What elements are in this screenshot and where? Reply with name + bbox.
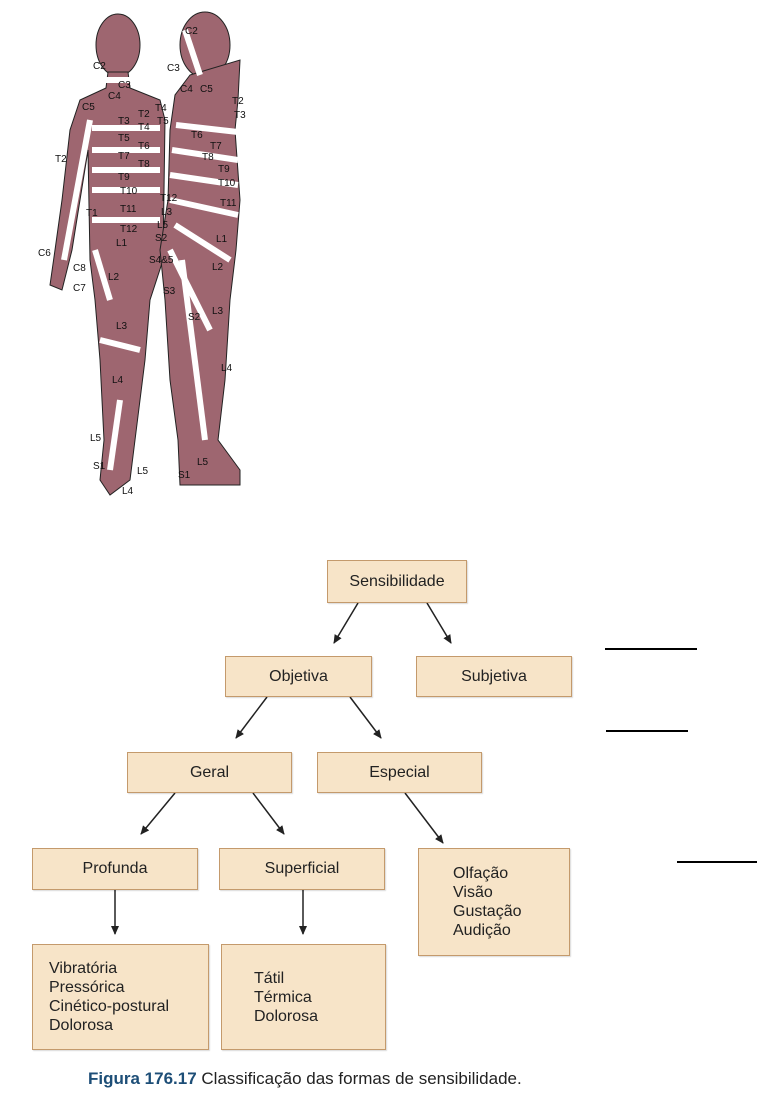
- dermatome-label: T2: [55, 154, 67, 165]
- dermatome-label: C4: [108, 91, 121, 102]
- dermatome-label: C6: [38, 248, 51, 259]
- dermatome-label: S2: [188, 312, 201, 323]
- dermatome-label: T2: [138, 109, 150, 120]
- caption-number: Figura 176.17: [88, 1069, 197, 1088]
- dermatome-label: L5: [137, 466, 149, 477]
- dermatome-label: T10: [120, 186, 138, 197]
- dermatome-label: T9: [218, 164, 230, 175]
- arrow-geral-superficial: [252, 792, 285, 835]
- dermatome-label: S3: [163, 286, 176, 297]
- node-profunda-items: Vibratória Pressórica Cinético-postural …: [32, 944, 209, 1050]
- list-item: Gustação: [453, 903, 522, 920]
- dermatome-label: C8: [73, 263, 86, 274]
- list-item: Dolorosa: [254, 1007, 319, 1025]
- dermatome-label: S4&5: [149, 255, 174, 266]
- dermatome-label: L5: [157, 220, 169, 231]
- blank-line: [606, 730, 688, 732]
- dermatome-label: L4: [122, 486, 134, 497]
- dermatome-label: T1: [86, 208, 98, 219]
- node-geral: Geral: [127, 752, 292, 793]
- dermatome-label: T4: [155, 103, 167, 114]
- dermatome-label: C3: [167, 63, 180, 74]
- dermatome-label: C4: [180, 84, 193, 95]
- list-item: Cinético-postural: [49, 998, 170, 1015]
- dermatome-label: T7: [210, 141, 222, 152]
- arrow-objetiva-geral: [235, 696, 268, 739]
- list-item: Térmica: [254, 988, 312, 1006]
- dermatome-label: C2: [185, 26, 198, 37]
- list-item: Pressórica: [49, 979, 125, 996]
- dermatome-label: T12: [160, 193, 178, 204]
- dermatome-label: T12: [120, 224, 138, 235]
- node-profunda: Profunda: [32, 848, 198, 890]
- list-item: Olfação: [453, 865, 509, 882]
- node-label: Sensibilidade: [349, 572, 445, 590]
- dermatome-bands: [61, 29, 239, 471]
- dermatome-label: T6: [191, 130, 203, 141]
- list-item: Tátil: [254, 969, 285, 987]
- caption-text: Classificação das formas de sensibilidad…: [196, 1069, 522, 1088]
- dermatome-label: T11: [220, 198, 237, 209]
- arrow-especial-items: [404, 792, 444, 844]
- dermatome-label: L1: [116, 238, 128, 249]
- dermatome-label: L3: [212, 306, 224, 317]
- dermatome-label: T5: [118, 133, 130, 144]
- node-especial: Especial: [317, 752, 482, 793]
- dermatome-label: T3: [234, 110, 246, 121]
- node-especial-items: Olfação Visão Gustação Audição: [418, 848, 570, 956]
- dermatome-label: T3: [118, 116, 130, 127]
- node-objetiva: Objetiva: [225, 656, 372, 697]
- dermatome-label: T8: [202, 152, 214, 163]
- node-label: Superficial: [264, 860, 340, 877]
- node-subjetiva: Subjetiva: [416, 656, 572, 697]
- dermatome-label: L5: [197, 457, 209, 468]
- dermatome-label: T8: [138, 159, 150, 170]
- dermatome-label: L1: [216, 234, 228, 245]
- dermatome-silhouettes: [49, 11, 241, 496]
- figure-caption: Figura 176.17 Classificação das formas d…: [88, 1069, 522, 1089]
- node-superficial-items: Tátil Térmica Dolorosa: [221, 944, 386, 1050]
- dermatome-label: T10: [218, 178, 236, 189]
- node-label: Profunda: [82, 860, 148, 877]
- dermatome-label: C5: [200, 84, 213, 95]
- node-label: Geral: [189, 763, 230, 781]
- node-label: Especial: [369, 763, 430, 781]
- list-item: Visão: [453, 884, 493, 901]
- arrow-root-subjetiva: [426, 602, 452, 644]
- dermatome-label: C2: [93, 61, 106, 72]
- dermatome-label: T5: [157, 116, 169, 127]
- list-item: Vibratória: [49, 960, 118, 977]
- dermatome-label: T4: [138, 122, 150, 133]
- dermatome-label: S1: [93, 461, 106, 472]
- arrow-geral-profunda: [140, 792, 176, 835]
- dermatome-label: L2: [212, 262, 224, 273]
- dermatome-label: T2: [232, 96, 244, 107]
- dermatome-label: L4: [221, 363, 233, 374]
- blank-line: [605, 648, 697, 650]
- list-item: Dolorosa: [49, 1017, 114, 1034]
- node-label: Subjetiva: [461, 667, 527, 685]
- dermatome-label: T7: [118, 151, 130, 162]
- dermatome-label: L4: [112, 375, 124, 386]
- dermatome-label: T11: [120, 204, 137, 215]
- node-sensibilidade: Sensibilidade: [327, 560, 467, 603]
- dermatome-label: C7: [73, 283, 86, 294]
- dermatome-label: L5: [90, 433, 102, 444]
- dermatome-label: T6: [138, 141, 150, 152]
- dermatome-label: L2: [108, 272, 120, 283]
- dermatome-label: C5: [82, 102, 95, 113]
- node-superficial: Superficial: [219, 848, 385, 890]
- dermatome-label: T9: [118, 172, 130, 183]
- blank-line: [677, 861, 757, 863]
- arrow-objetiva-especial: [349, 696, 382, 739]
- arrow-root-objetiva: [333, 602, 359, 644]
- dermatome-label: L3: [161, 207, 173, 218]
- dermatome-label: S2: [155, 233, 168, 244]
- dermatome-label: C3: [118, 80, 131, 91]
- dermatome-label: L3: [116, 321, 128, 332]
- list-item: Audição: [453, 922, 511, 939]
- node-label: Objetiva: [269, 667, 328, 685]
- dermatome-label: S1: [178, 470, 191, 481]
